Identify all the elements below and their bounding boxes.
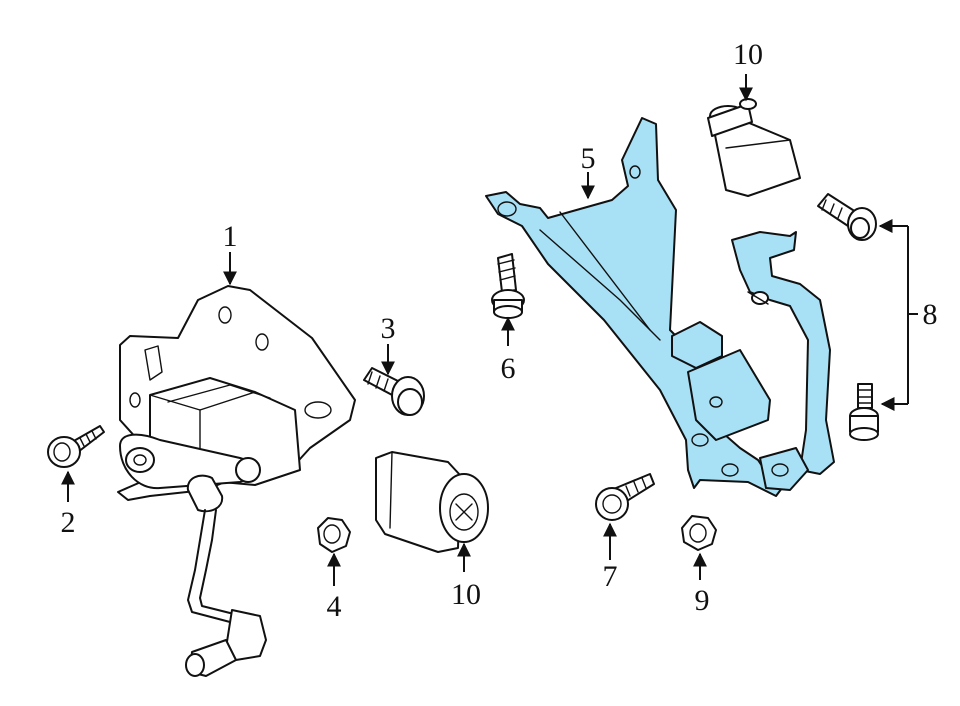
part-2-bolt: [47, 425, 105, 468]
leader-lines: [61, 74, 918, 586]
callout-6: 6: [501, 352, 516, 385]
callout-7: 7: [603, 560, 618, 593]
part-3-bolt: [363, 367, 425, 416]
callout-8: 8: [923, 298, 938, 331]
part-8-bolts: [817, 193, 879, 441]
part-10-socket-upper: [707, 98, 801, 197]
callout-1: 1: [223, 220, 238, 253]
part-10-socket-lower: [375, 451, 489, 553]
highlighted-bracket-shape: [485, 117, 783, 497]
callout-10-bottom: 10: [451, 578, 481, 611]
part-5-bracket-highlighted: [485, 117, 835, 497]
callout-labels: 1 2 3 4 10 5 6 7 9 10 8: [61, 38, 938, 623]
part-4-nut: [317, 517, 351, 553]
part-6-stud: [491, 253, 525, 319]
callout-2: 2: [61, 506, 76, 539]
callout-5: 5: [581, 142, 596, 175]
part-7-bolt: [595, 473, 655, 521]
callout-4: 4: [327, 590, 342, 623]
part-9-nut: [681, 515, 717, 551]
callout-10-top: 10: [733, 38, 763, 71]
callout-9: 9: [695, 584, 710, 617]
part-1-sensor-assembly: [117, 285, 356, 677]
callout-3: 3: [381, 312, 396, 345]
